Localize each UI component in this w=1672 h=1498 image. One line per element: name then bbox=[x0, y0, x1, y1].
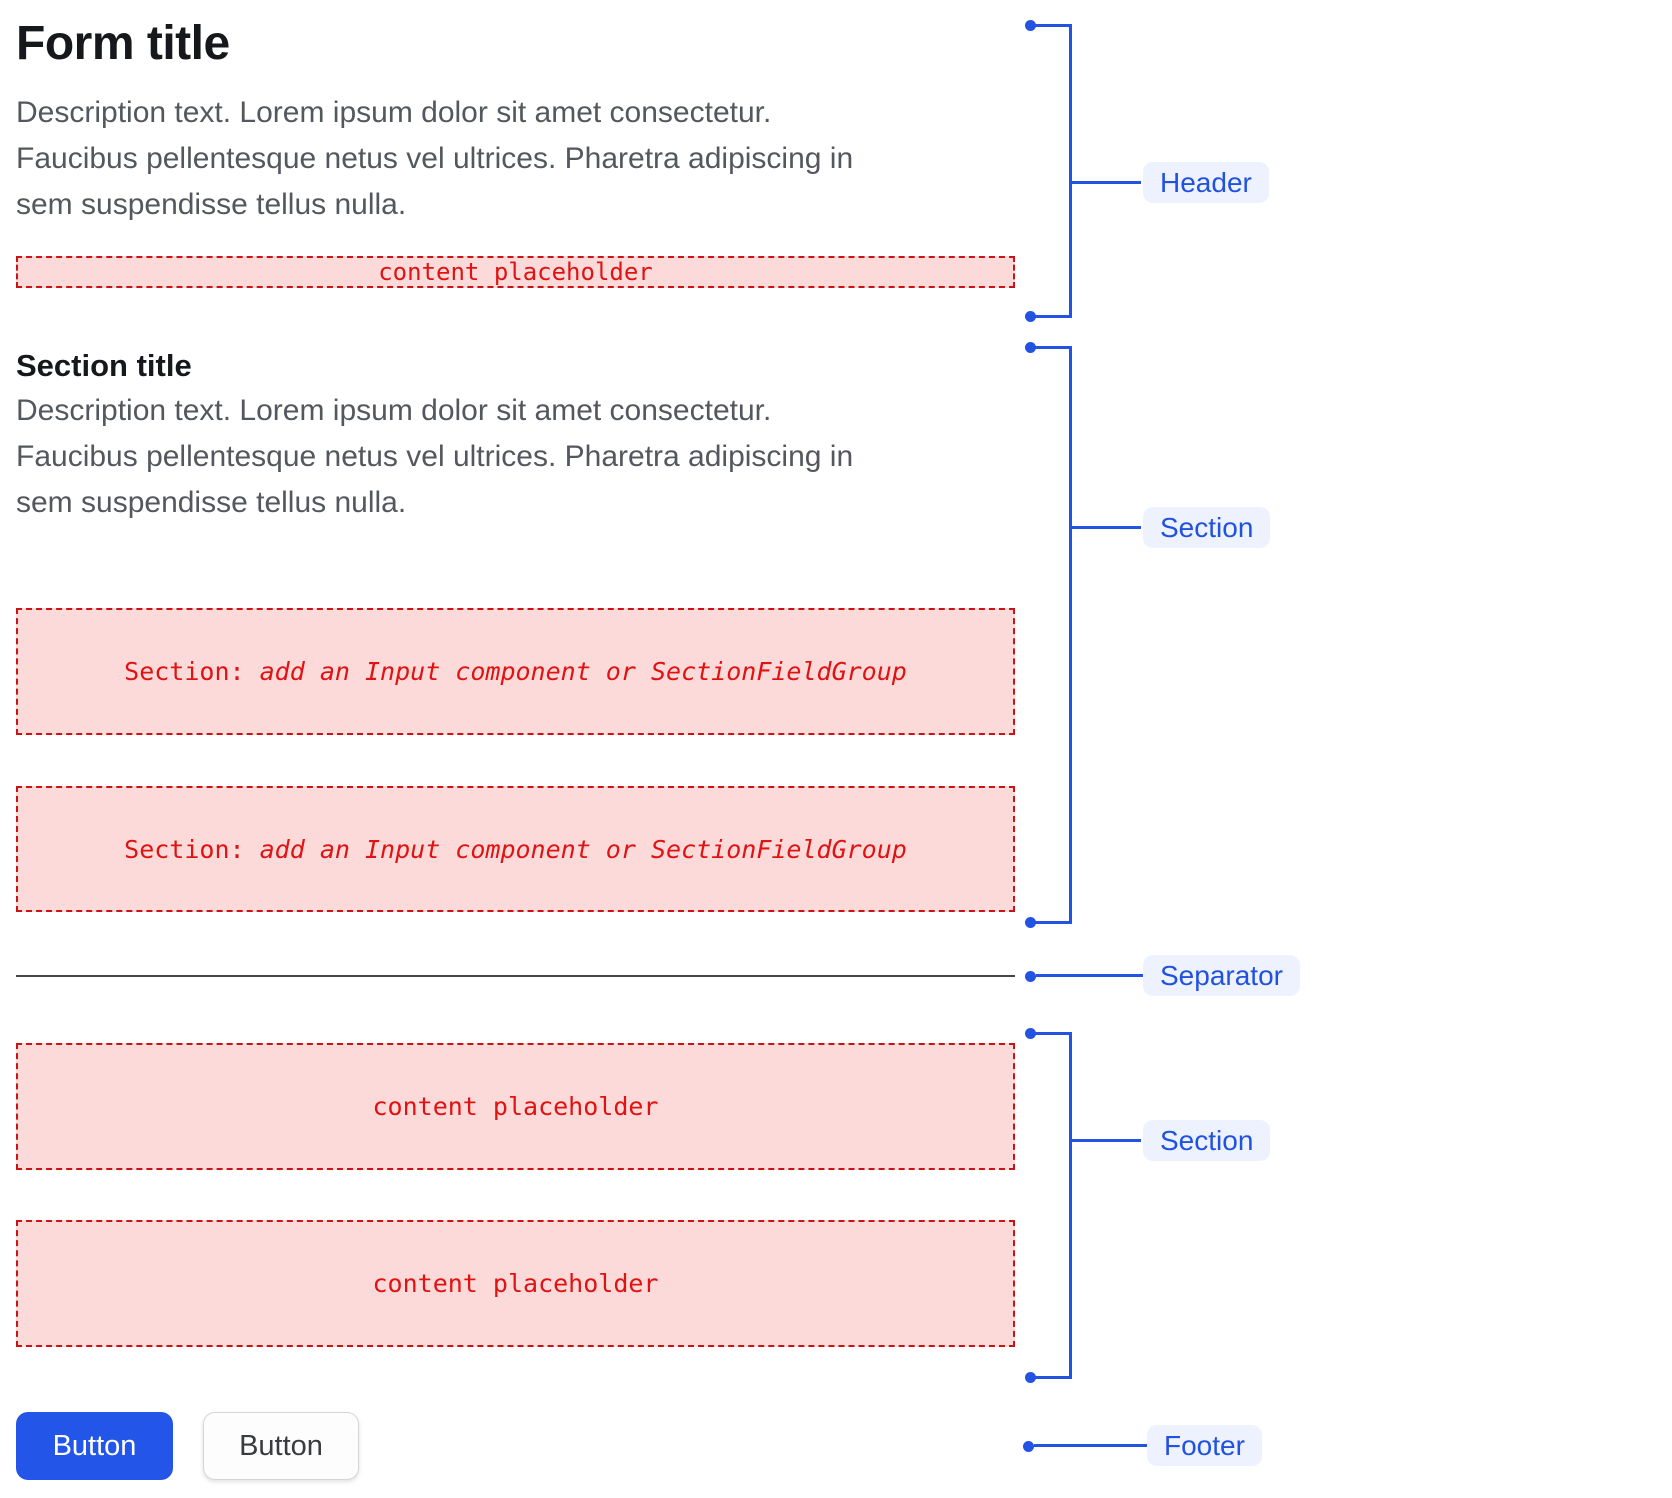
section-description-line: Faucibus pellentesque netus vel ultrices… bbox=[16, 440, 854, 473]
anchor-dot bbox=[1025, 311, 1036, 322]
bracket-line bbox=[1069, 24, 1072, 318]
annotation-label-separator: Separator bbox=[1143, 955, 1300, 996]
anchor-dot bbox=[1025, 971, 1036, 982]
form-description: Description text. Lorem ipsum dolor sit … bbox=[16, 90, 946, 228]
placeholder-label: Section: add an Input component or Secti… bbox=[124, 834, 907, 864]
connector-line bbox=[1030, 24, 1071, 27]
connector-line bbox=[1030, 315, 1071, 318]
section-description: Description text. Lorem ipsum dolor sit … bbox=[16, 388, 946, 526]
annotation-label-section: Section bbox=[1143, 1120, 1271, 1161]
form-description-line: sem suspendisse tellus nulla. bbox=[16, 188, 407, 221]
bracket-line bbox=[1069, 346, 1072, 924]
section-field-placeholder: Section: add an Input component or Secti… bbox=[16, 608, 1015, 735]
section-field-placeholder: Section: add an Input component or Secti… bbox=[16, 786, 1015, 912]
anchor-dot bbox=[1025, 917, 1036, 928]
placeholder-label: content placeholder bbox=[378, 258, 653, 286]
content-placeholder: content placeholder bbox=[16, 1043, 1015, 1170]
placeholder-label: content placeholder bbox=[372, 1092, 659, 1121]
content-placeholder: content placeholder bbox=[16, 1220, 1015, 1347]
form-separator bbox=[16, 975, 1015, 977]
connector-line bbox=[1030, 921, 1071, 924]
form-description-line: Faucibus pellentesque netus vel ultrices… bbox=[16, 142, 854, 175]
annotation-label-section: Section bbox=[1143, 507, 1271, 548]
connector-line bbox=[1071, 181, 1141, 184]
anchor-dot bbox=[1023, 1441, 1034, 1452]
section-description-line: Description text. Lorem ipsum dolor sit … bbox=[16, 394, 772, 427]
connector-line bbox=[1030, 346, 1071, 349]
annotation-label-header: Header bbox=[1143, 162, 1269, 203]
placeholder-label: Section: add an Input component or Secti… bbox=[124, 657, 907, 686]
section-description-line: sem suspendisse tellus nulla. bbox=[16, 486, 407, 519]
form-title: Form title bbox=[16, 17, 230, 70]
form-description-line: Description text. Lorem ipsum dolor sit … bbox=[16, 96, 772, 129]
section-title: Section title bbox=[16, 348, 192, 383]
annotation-label-footer: Footer bbox=[1147, 1425, 1262, 1466]
primary-button[interactable]: Button bbox=[16, 1412, 173, 1480]
connector-line bbox=[1030, 1376, 1071, 1379]
header-content-placeholder: content placeholder bbox=[16, 256, 1015, 288]
connector-line bbox=[1034, 1444, 1147, 1447]
bracket-line bbox=[1069, 1032, 1072, 1379]
connector-line bbox=[1071, 526, 1141, 529]
connector-line bbox=[1036, 974, 1143, 977]
placeholder-label: content placeholder bbox=[372, 1269, 659, 1298]
secondary-button[interactable]: Button bbox=[203, 1412, 359, 1480]
anchor-dot bbox=[1025, 1372, 1036, 1383]
connector-line bbox=[1030, 1032, 1071, 1035]
connector-line bbox=[1071, 1139, 1141, 1142]
